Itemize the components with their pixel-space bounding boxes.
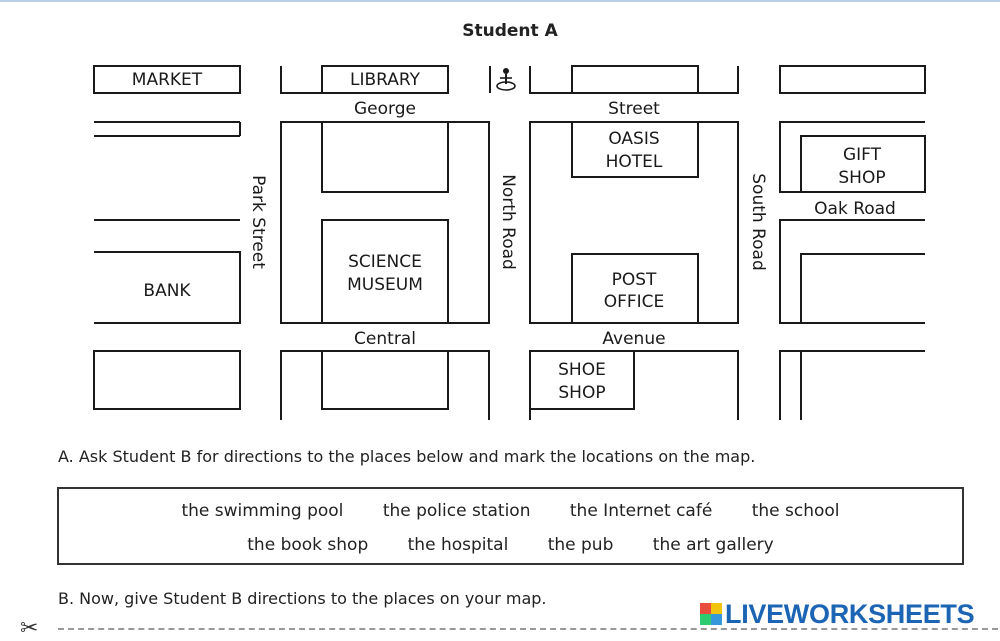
street-map: MARKET LIBRARY OASIS HOTEL GIFT SHOP SCI…	[93, 65, 926, 420]
place-item: the police station	[382, 501, 531, 521]
building-sw	[93, 350, 241, 410]
block-s-far	[779, 350, 925, 420]
science-museum-label-1: SCIENCE	[348, 252, 422, 272]
top-border	[0, 0, 1000, 2]
bank-label: BANK	[143, 281, 191, 301]
place-item: the pub	[547, 535, 614, 555]
building-se	[800, 253, 925, 323]
post-office-label-2: OFFICE	[604, 292, 665, 312]
street-label-central: Central	[354, 329, 416, 349]
market-label: MARKET	[132, 70, 203, 90]
market-building	[93, 65, 241, 94]
place-item: the Internet café	[569, 501, 713, 521]
places-box: the swimming pool the police station the…	[57, 487, 964, 565]
instruction-b: B. Now, give Student B directions to the…	[58, 589, 547, 608]
bank-building	[94, 251, 241, 324]
place-item: the book shop	[247, 535, 369, 555]
places-row-2: the book shop the hospital the pub the a…	[59, 535, 962, 555]
post-office-building	[571, 253, 699, 324]
building-far-ne	[779, 65, 926, 94]
library-building	[321, 65, 449, 94]
street-label-street: Street	[608, 99, 660, 119]
block-ne	[529, 66, 739, 94]
science-museum-label-2: MUSEUM	[347, 275, 423, 295]
liveworksheets-logo-icon	[700, 603, 722, 625]
oasis-hotel-label-1: OASIS	[608, 129, 659, 149]
place-item: the hospital	[407, 535, 509, 555]
place-item: the swimming pool	[181, 501, 344, 521]
person-marker-icon	[496, 68, 516, 91]
brand-text: LIVEWORKSHEETS	[725, 599, 975, 629]
post-office-label-1: POST	[612, 270, 657, 290]
shoe-shop-label-1: SHOE	[558, 360, 606, 380]
scissors-icon: ✂	[20, 616, 39, 641]
library-label: LIBRARY	[350, 70, 421, 90]
block-se	[779, 219, 925, 324]
place-item: the art gallery	[652, 535, 774, 555]
gift-shop-building	[800, 135, 926, 193]
science-museum-building	[321, 219, 449, 324]
instruction-a: A. Ask Student B for directions to the p…	[58, 447, 756, 466]
gift-shop-label-1: GIFT	[843, 145, 882, 165]
street-label-park-street: Park Street	[248, 175, 268, 269]
street-label-north-road: North Road	[498, 174, 518, 270]
building-ne	[571, 65, 699, 94]
gift-shop-label-2: SHOP	[838, 168, 885, 188]
street-label-south-road: South Road	[748, 173, 768, 270]
block-small-building	[321, 121, 449, 193]
shoe-shop-label-2: SHOP	[558, 383, 605, 403]
oasis-hotel-label-2: HOTEL	[606, 152, 663, 172]
page-title: Student A	[462, 21, 558, 41]
street-label-george: George	[354, 99, 416, 119]
places-row-1: the swimming pool the police station the…	[59, 501, 962, 521]
building-s-left	[321, 350, 449, 410]
cut-line	[58, 628, 998, 630]
oasis-hotel-building	[571, 121, 699, 178]
brand-logo[interactable]: LIVEWORKSHEETS	[700, 599, 975, 630]
shoe-shop-building	[529, 351, 635, 410]
street-label-avenue: Avenue	[602, 329, 665, 349]
street-label-oak-road: Oak Road	[814, 199, 896, 219]
place-item: the school	[751, 501, 840, 521]
